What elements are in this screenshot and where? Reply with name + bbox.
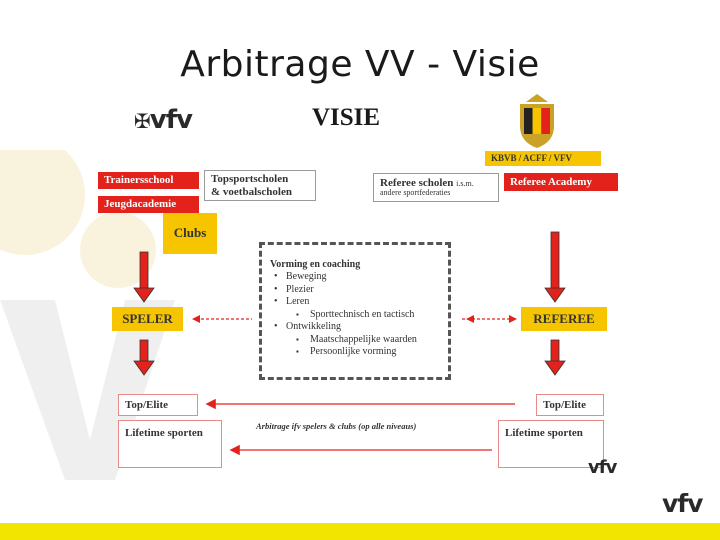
arbitrage-label: Arbitrage ifv spelers & clubs (op alle n… [256, 421, 417, 431]
list-item: Beweging [270, 271, 440, 284]
logo-text-small: vfv [588, 457, 617, 478]
vorming-coaching-list: Beweging Plezier Leren Sporttechnisch en… [270, 271, 440, 359]
diagram-heading: VISIE [312, 104, 381, 131]
vfv-logo-bottom-right: vfv [662, 489, 703, 518]
arrow-referee-to-top [544, 339, 566, 376]
arrow-speler-to-top [133, 339, 155, 376]
vfv-logo-small: vfv [588, 457, 617, 478]
arrow-center-referee-dashed [462, 315, 517, 323]
list-item: Ontwikkeling [270, 321, 440, 334]
arrow-academy-to-referee [544, 231, 566, 303]
referee-scholen-line2: andere sportfederaties [380, 188, 451, 198]
slide-title: Arbitrage VV - Visie [180, 44, 540, 85]
arrow-speler-center-dashed [192, 315, 252, 323]
topsportscholen-box: Topsportscholen & voetbalscholen [204, 170, 316, 201]
trainersschool-box: Trainersschool [98, 172, 199, 189]
lion-icon: ✠ [134, 109, 151, 133]
logo-text-bottom: vfv [662, 489, 703, 518]
left-lifetime-box: Lifetime sporten [118, 420, 222, 468]
clubs-box: Clubs [163, 213, 217, 254]
referee-box: REFEREE [521, 307, 607, 331]
logo-text: vfv [149, 105, 193, 135]
left-top-elite-box: Top/Elite [118, 394, 198, 416]
topsportscholen-line1: Topsportscholen [211, 173, 289, 186]
speler-box: SPELER [112, 307, 183, 331]
list-item: Maatschappelijke waarden [270, 334, 440, 347]
right-top-elite-box: Top/Elite [536, 394, 604, 416]
referee-scholen-suffix: i.s.m. [456, 179, 474, 189]
arrow-clubs-to-speler [133, 251, 155, 303]
right-lifetime-box: Lifetime sporten [498, 420, 604, 468]
referee-scholen-line1-wrap: Referee scholen i.s.m. [380, 177, 474, 189]
vfv-logo-top-left: ✠vfv [134, 105, 193, 135]
vorming-coaching-title: Vorming en coaching [270, 259, 361, 270]
jeugdacademie-box: Jeugdacademie [98, 196, 199, 213]
federation-label: KBVB / ACFF / VFV [485, 151, 601, 166]
list-item: Plezier [270, 284, 440, 297]
vorming-coaching-box: Vorming en coaching Beweging Plezier Ler… [259, 242, 451, 380]
topsportscholen-line2: & voetbalscholen [211, 185, 292, 198]
referee-scholen-line1: Referee scholen [380, 177, 454, 190]
list-item: Leren [270, 296, 440, 309]
list-item: Persoonlijke vorming [270, 346, 440, 359]
referee-academy-box: Referee Academy [504, 173, 618, 191]
referee-scholen-box: Referee scholen i.s.m. andere sportfeder… [373, 173, 499, 202]
federation-crest-icon [520, 94, 554, 148]
list-item: Sporttechnisch en tactisch [270, 309, 440, 322]
bottom-yellow-bar [0, 523, 720, 540]
background-watermark [0, 150, 175, 480]
